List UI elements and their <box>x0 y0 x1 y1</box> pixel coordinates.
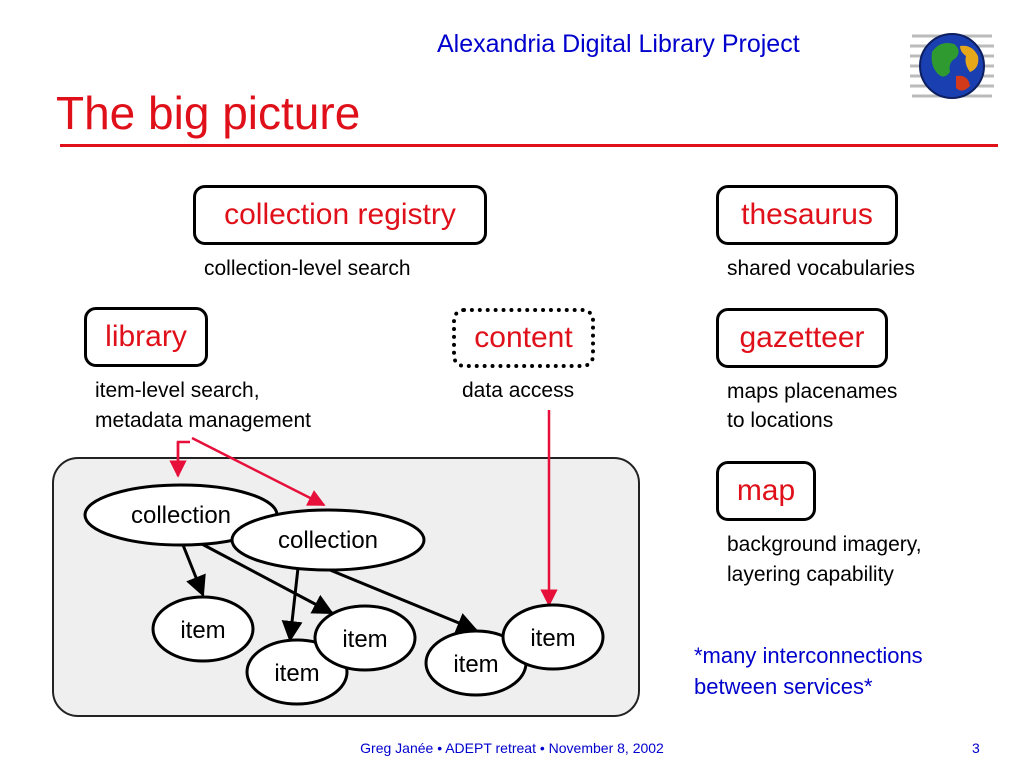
collection-node-2-label: collection <box>278 527 378 554</box>
page-number: 3 <box>972 740 980 756</box>
map-desc-line1: background imagery, <box>727 533 922 556</box>
item-node-1-label: item <box>180 617 225 644</box>
arrow-library-to-collections <box>176 440 190 472</box>
item-node-4-label: item <box>453 651 498 678</box>
gazetteer-desc-line2: to locations <box>727 409 834 432</box>
interconnections-note: *many interconnections between services* <box>694 640 923 702</box>
item-node-5 <box>501 603 605 671</box>
arrow-collection2-to-item2 <box>281 567 303 643</box>
title-divider <box>60 144 998 147</box>
thesaurus-box: thesaurus <box>716 185 898 245</box>
item-node-5-label: item <box>530 625 575 652</box>
content-desc: data access <box>462 379 575 402</box>
note-line2: between services* <box>694 674 873 699</box>
gazetteer-box: gazetteer <box>716 308 888 368</box>
thesaurus-desc: shared vocabularies <box>727 257 915 280</box>
gazetteer-desc-line1: maps placenames <box>727 380 898 403</box>
footer-text: Greg Janée • ADEPT retreat • November 8,… <box>360 740 664 756</box>
arrow-collection1-to-item1 <box>181 544 206 597</box>
item-node-3-label: item <box>342 626 387 653</box>
arrow-library-to-collection2 <box>191 436 326 507</box>
library-desc-line2: metadata management <box>95 409 311 432</box>
library-box: library <box>84 307 208 367</box>
item-node-3 <box>313 604 417 672</box>
arrow-collection1-to-item3 <box>199 541 334 615</box>
item-node-1 <box>151 595 255 663</box>
map-box: map <box>716 461 816 521</box>
note-line1: *many interconnections <box>694 643 923 668</box>
arrow-collection2-to-item4 <box>329 568 478 633</box>
content-box: content <box>452 308 595 368</box>
collection-registry-box: collection registry <box>193 185 487 245</box>
project-title: Alexandria Digital Library Project <box>437 30 800 58</box>
collection-node-1-label: collection <box>131 502 231 529</box>
collection-registry-desc: collection-level search <box>204 257 411 280</box>
slide-title: The big picture <box>56 87 361 139</box>
item-node-2-label: item <box>274 660 319 687</box>
globe-logo-icon <box>910 33 994 99</box>
collection-node-2 <box>230 508 426 572</box>
library-desc-line1: item-level search, <box>95 379 260 402</box>
map-desc-line2: layering capability <box>727 563 894 586</box>
